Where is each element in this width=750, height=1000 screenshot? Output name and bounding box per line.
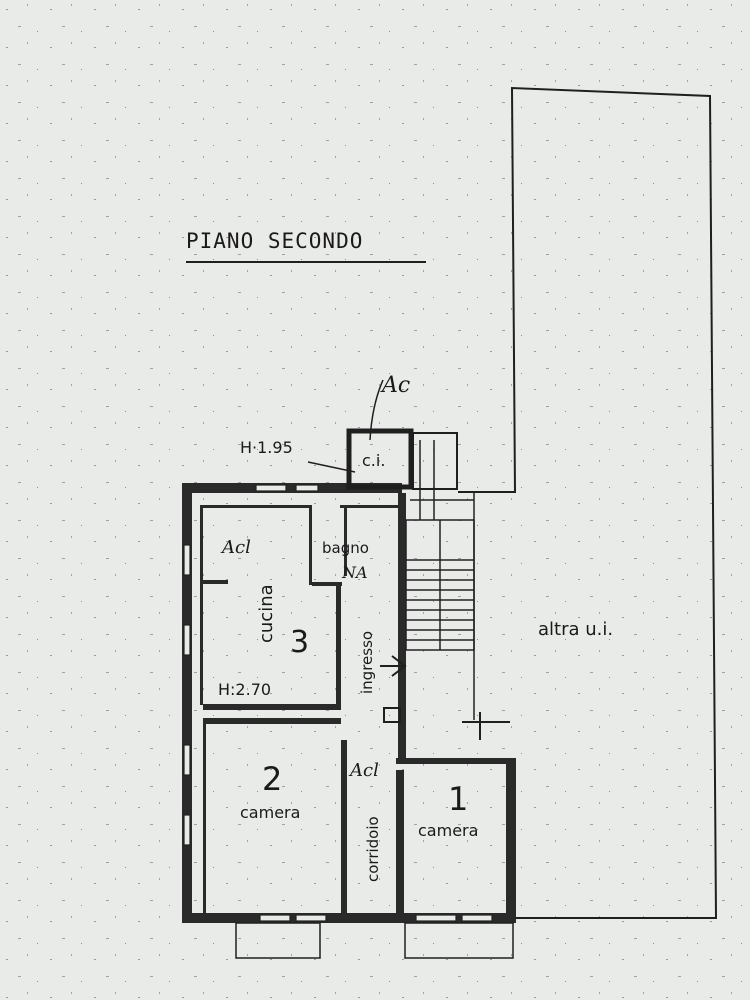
room-label-cucina: cucina — [256, 584, 277, 643]
room-label-ingresso: ingresso — [358, 631, 376, 694]
outer-walls — [182, 483, 516, 923]
cabin-ci-wall — [346, 428, 414, 490]
room-number-camera-2: 2 — [262, 760, 282, 798]
cabin-side — [412, 432, 458, 490]
annotation-corridor: Acl — [348, 760, 379, 781]
windows — [183, 484, 493, 922]
plan-title: PIANO SECONDO — [186, 229, 363, 253]
balcony-left — [235, 922, 321, 959]
height-kitchen-label: H:2.70 — [218, 680, 271, 699]
annotation-kitchen: Acl — [220, 537, 251, 558]
room-number-camera-1: 1 — [448, 780, 468, 818]
room-label-camera-1: camera — [418, 821, 478, 840]
staircase — [405, 440, 475, 720]
door-marker — [383, 707, 401, 723]
room-label-corridoio: corridoio — [364, 816, 382, 882]
height-top-label: H·1.95 — [240, 438, 293, 457]
entrance-arrow — [380, 655, 407, 677]
room-number-cucina: 3 — [290, 625, 309, 660]
room-label-ci: c.i. — [362, 451, 385, 470]
room-label-bagno: bagno — [322, 539, 369, 557]
balcony-right — [404, 922, 514, 959]
annotation-top-pointer — [369, 379, 384, 441]
annotation-bath: NA — [341, 563, 368, 582]
adjacent-unit-label: altra u.i. — [538, 619, 613, 640]
annotation-top: Ac — [380, 373, 410, 398]
adjacent-unit-outline — [458, 86, 718, 919]
interior-walls — [200, 505, 516, 913]
step-marker — [462, 712, 510, 740]
height-top-pointer — [307, 461, 356, 473]
room-label-camera-2: camera — [240, 803, 300, 822]
